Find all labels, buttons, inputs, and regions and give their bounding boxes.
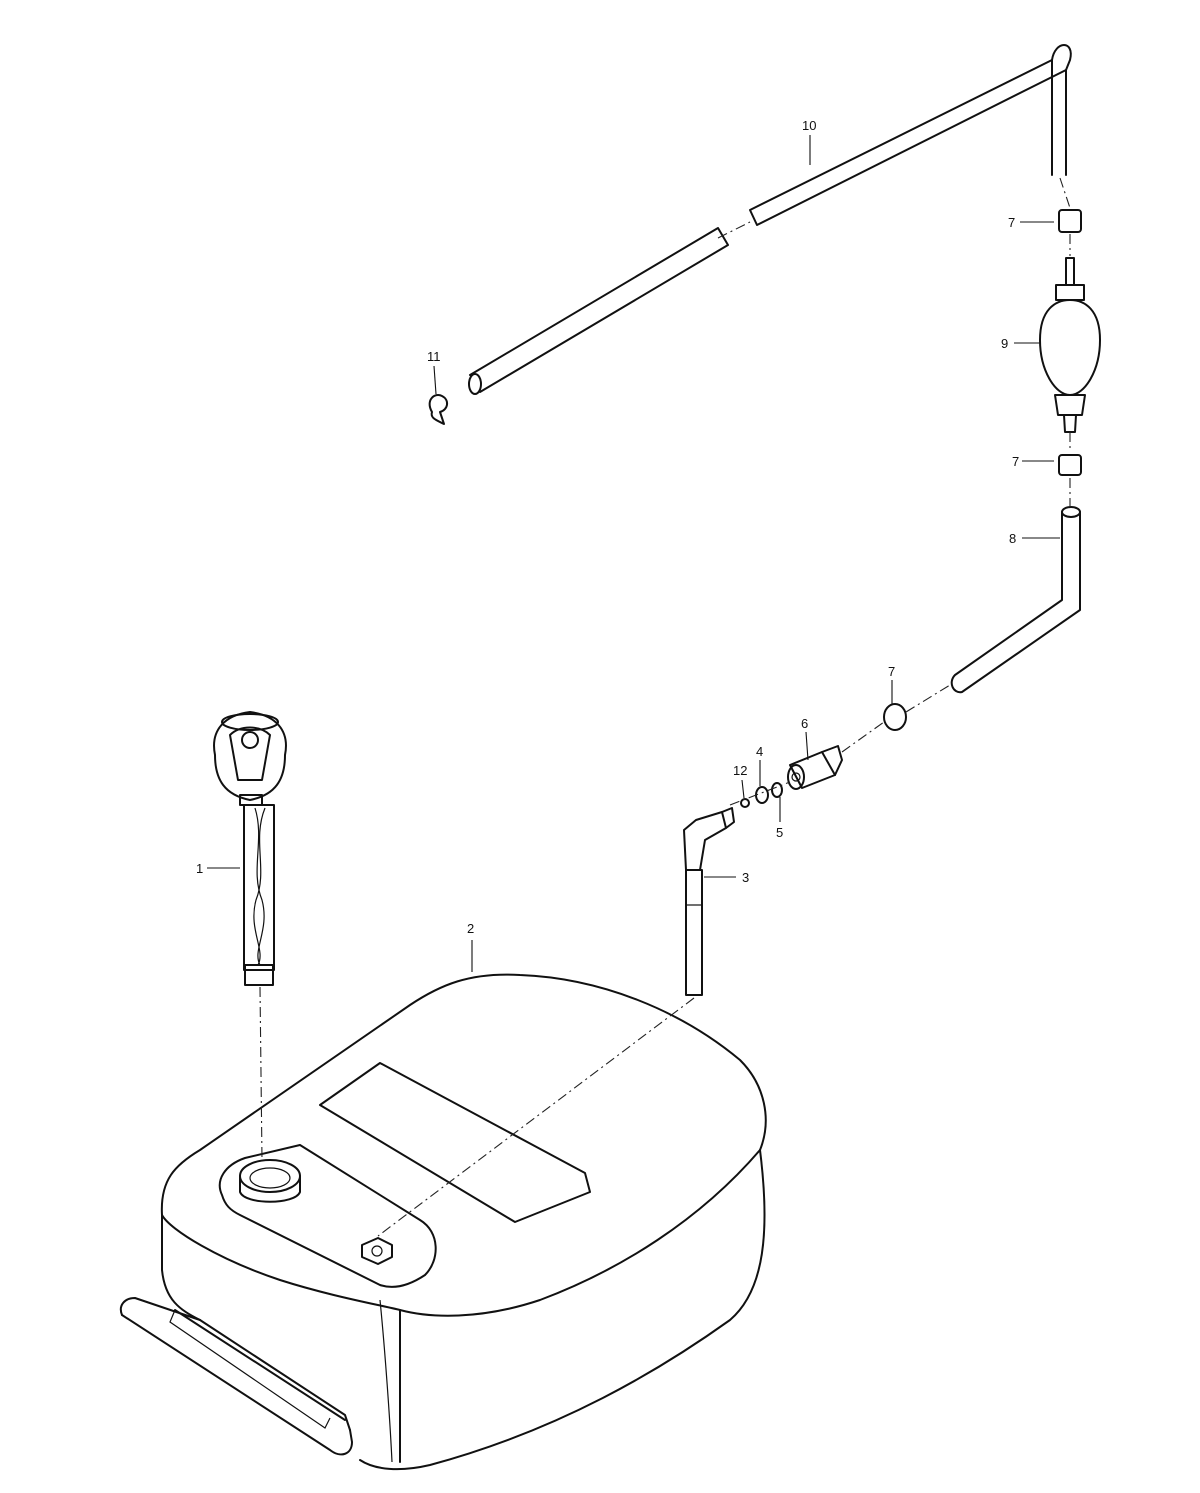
callout-9: 9 [1001,336,1008,351]
callout-3: 3 [742,870,749,885]
callout-7-middle: 7 [1012,454,1019,469]
assembly-lines [259,177,1071,1237]
hose-clamp-lower [883,703,907,731]
hose-clamp-upper [1058,209,1082,233]
hose-clamp-middle [1058,454,1082,476]
fuel-connector [787,745,843,790]
callout-2: 2 [467,921,474,936]
callout-10: 10 [802,118,816,133]
callout-7-upper: 7 [1008,215,1015,230]
gauge-tube [243,804,275,971]
callout-7-lower: 7 [888,664,895,679]
o-ring-part-4 [755,786,769,804]
seal-part-12 [740,798,750,808]
fuel-hose-lower [950,506,1081,694]
pickup-tube [683,807,735,996]
callout-11: 11 [427,349,441,364]
o-ring-part-5 [771,782,783,798]
fuel-hose-upper [468,44,1072,395]
tank-carry-handle [119,1297,353,1456]
tank-label-panel [319,1062,591,1223]
tank-filler-neck [239,1159,301,1193]
fuel-tank [119,973,767,1471]
leader-lines [207,135,1060,972]
primer-bulb [1039,257,1101,433]
tank-outlet-fitting [361,1237,393,1265]
callout-12: 12 [733,763,747,778]
callout-8: 8 [1009,531,1016,546]
callout-5: 5 [776,825,783,840]
callout-6: 6 [801,716,808,731]
callout-4: 4 [756,744,763,759]
callout-1: 1 [196,861,203,876]
fuel-gauge [213,711,287,986]
tank-fitting-plate [218,1144,437,1288]
hose-clip [428,394,448,425]
